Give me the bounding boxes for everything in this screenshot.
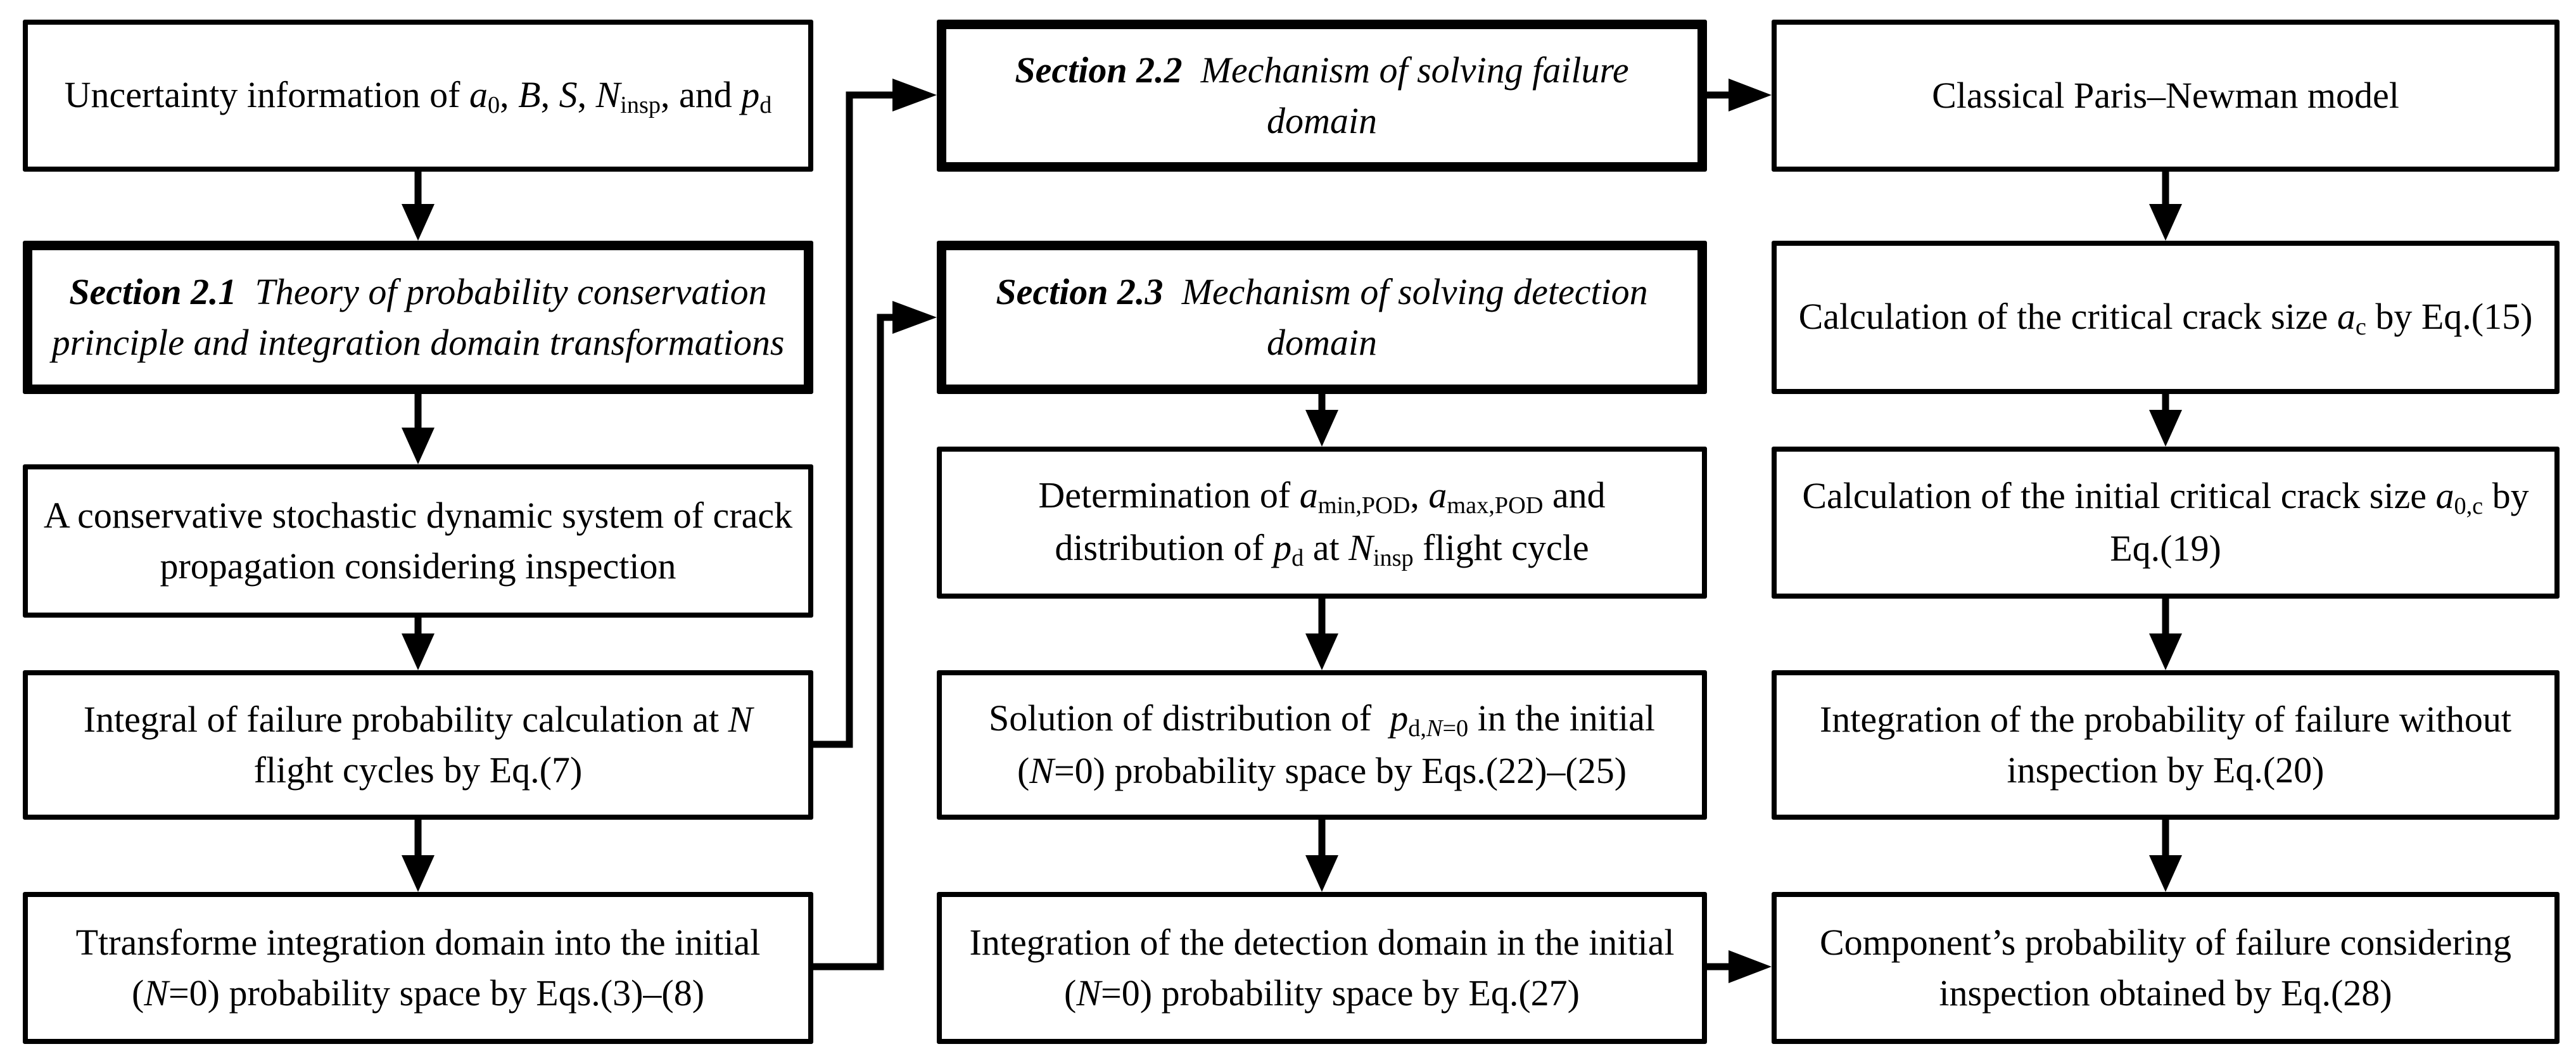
box-section-2-3: Section 2.3 Mechanism of solving detecti… [937,241,1707,394]
arrow-critical-crack-size-to-initial-critical-crack-size [2149,394,2182,447]
box-section-2-1-text: Section 2.1 Theory of probability conser… [51,270,785,363]
box-stochastic-system: A conservative stochastic dynamic system… [23,464,813,618]
box-initial-critical-crack-size-text: Calculation of the initial critical crac… [1802,475,2539,569]
arrow-pod-determination-to-pd-initial-distribution [1305,599,1338,670]
box-section-2-2: Section 2.2 Mechanism of solving failure… [937,20,1707,172]
box-detection-integration-text: Integration of the detection domain in t… [969,921,1684,1014]
box-pd-initial-distribution-text: Solution of distribution of pd,N=0 in th… [989,697,1665,792]
arrow-stochastic-system-to-failure-integral [402,618,435,670]
arrow-failure-integral-to-transform-domain [402,820,435,892]
box-section-2-2-text: Section 2.2 Mechanism of solving failure… [1015,49,1639,141]
arrow-initial-critical-crack-size-to-failure-no-inspection [2149,599,2182,670]
box-failure-with-inspection: Component’s probability of failure consi… [1772,892,2560,1044]
arrow-section-2-2-to-paris-newman [1707,79,1772,111]
box-stochastic-system-text: A conservative stochastic dynamic system… [43,494,802,587]
box-section-2-1: Section 2.1 Theory of probability conser… [23,241,813,394]
arrow-uncertainty-info-to-section-2-1 [402,172,435,241]
box-transform-domain-text: Ttransforme integration domain into the … [75,921,770,1014]
box-critical-crack-size-text: Calculation of the critical crack size a… [1798,295,2533,340]
arrow-detection-integration-to-failure-with-inspection [1707,950,1772,983]
arrow-paris-newman-to-critical-crack-size [2149,172,2182,241]
box-failure-integral: Integral of failure probability calculat… [23,670,813,820]
box-paris-newman: Classical Paris–Newman model [1772,20,2560,172]
box-paris-newman-text: Classical Paris–Newman model [1932,74,2399,116]
arrow-failure-no-inspection-to-failure-with-inspection [2149,820,2182,892]
arrow-failure-integral-to-section-2-2 [813,79,937,748]
box-failure-no-inspection-text: Integration of the probability of failur… [1819,698,2521,791]
box-initial-critical-crack-size: Calculation of the initial critical crac… [1772,447,2560,599]
arrow-transform-domain-to-section-2-3 [813,301,937,970]
arrow-section-2-3-to-pod-determination [1305,394,1338,447]
box-failure-no-inspection: Integration of the probability of failur… [1772,670,2560,820]
box-pod-determination: Determination of amin,POD, amax,POD and … [937,447,1707,599]
box-uncertainty-info: Uncertainty information of a0, B, S, Nin… [23,20,813,172]
box-detection-integration: Integration of the detection domain in t… [937,892,1707,1044]
box-pod-determination-text: Determination of amin,POD, amax,POD and … [1038,474,1615,572]
box-failure-integral-text: Integral of failure probability calculat… [83,698,762,791]
box-failure-with-inspection-text: Component’s probability of failure consi… [1819,921,2530,1014]
box-section-2-3-text: Section 2.3 Mechanism of solving detecti… [996,270,1658,363]
arrow-pd-initial-distribution-to-detection-integration [1305,820,1338,892]
box-critical-crack-size: Calculation of the critical crack size a… [1772,241,2560,394]
box-uncertainty-info-text: Uncertainty information of a0, B, S, Nin… [64,73,772,118]
box-pd-initial-distribution: Solution of distribution of pd,N=0 in th… [937,670,1707,820]
arrow-section-2-1-to-stochastic-system [402,394,435,464]
box-transform-domain: Ttransforme integration domain into the … [23,892,813,1044]
